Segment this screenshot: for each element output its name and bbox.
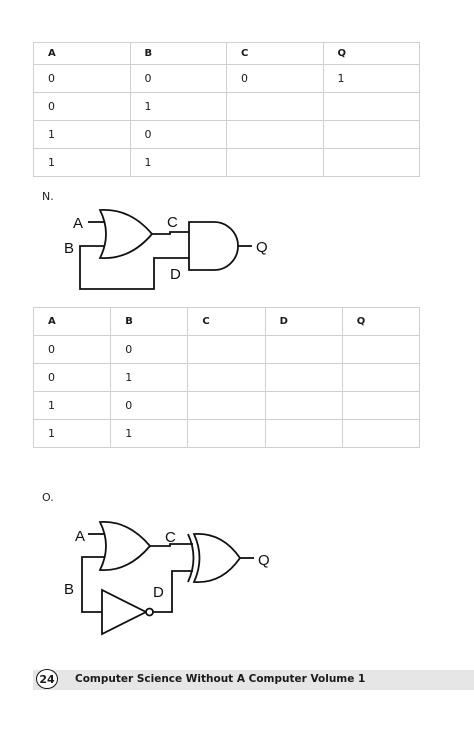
page-footer: 24 Computer Science Without A Computer V…: [33, 669, 474, 690]
table-cell: 0: [110, 335, 189, 364]
table-row: 1 1: [33, 148, 420, 177]
table-cell: 1: [129, 92, 227, 121]
table-cell: [264, 419, 343, 448]
table-cell: [322, 148, 420, 177]
wire-c: [150, 543, 193, 547]
not-gate: [101, 588, 149, 636]
and-gate: [188, 221, 239, 271]
table-cell: 1: [322, 64, 420, 93]
table-cell: 1: [32, 391, 112, 420]
section-label-n: N.: [42, 190, 54, 203]
wire-c: [152, 231, 189, 235]
table-row: 0 1: [33, 92, 420, 121]
label-q: Q: [258, 552, 270, 569]
xor-gate: [192, 533, 242, 583]
table-cell: 0: [33, 92, 131, 121]
table-cell: [322, 120, 420, 149]
label-d: D: [170, 266, 181, 283]
page-number: 24: [36, 669, 58, 689]
or-gate: [98, 521, 152, 571]
circuit-diagram-o: A B C D Q: [64, 521, 270, 636]
table-cell: [341, 363, 421, 392]
column-header: Q: [341, 307, 421, 336]
table-row: 1 1: [32, 419, 421, 448]
table-cell: 1: [110, 419, 189, 448]
table-cell: 0: [129, 64, 227, 93]
table-row: 0 0 0 1: [33, 64, 420, 93]
circuit-diagram-n: A B C D Q: [64, 209, 268, 290]
label-c: C: [165, 529, 176, 546]
label-b: B: [64, 240, 74, 257]
table-cell: [264, 335, 343, 364]
book-title: Computer Science Without A Computer Volu…: [75, 673, 366, 685]
table-cell: [226, 148, 324, 177]
table-cell: 1: [129, 148, 227, 177]
label-b: B: [64, 581, 74, 598]
label-a: A: [75, 528, 85, 545]
table-cell: [341, 419, 421, 448]
xor-input-curve: [187, 533, 195, 583]
or-gate: [98, 209, 154, 259]
table-row: 0 0: [32, 335, 421, 364]
table-cell: 1: [33, 148, 131, 177]
table-cell: 1: [32, 419, 112, 448]
table-cell: [264, 363, 343, 392]
table-header-row: A B C Q: [33, 42, 420, 65]
wire-b-feedback: [79, 245, 189, 290]
truth-table-2: A B C D Q 0 0 0 1 1 0 1: [32, 307, 421, 448]
column-header: C: [187, 307, 266, 336]
table-cell: 0: [226, 64, 324, 93]
wire-d: [153, 570, 193, 613]
label-c: C: [167, 214, 178, 231]
not-gate-bubble: [145, 607, 154, 617]
section-label-o: O.: [42, 491, 54, 504]
label-q: Q: [256, 239, 268, 256]
truth-table-1: A B C Q 0 0 0 1 0 1 1 0 1 1: [33, 42, 420, 177]
wire-b-feedback: [81, 556, 105, 613]
label-d: D: [153, 584, 164, 601]
table-header-row: A B C D Q: [32, 307, 421, 336]
label-a: A: [73, 215, 83, 232]
